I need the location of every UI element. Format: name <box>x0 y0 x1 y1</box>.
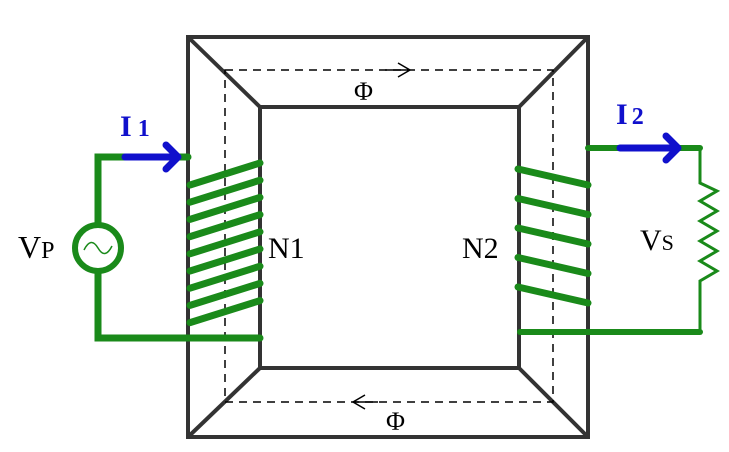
coil-turn <box>514 283 592 307</box>
coil-turn <box>186 245 264 275</box>
voltage-label-primary: VP <box>18 229 54 265</box>
coil-turn <box>186 193 264 223</box>
coil-turn <box>514 254 592 277</box>
coil-turn <box>186 262 264 292</box>
coil-turn <box>514 224 592 248</box>
current-arrow-primary <box>121 141 182 173</box>
coil-turn <box>186 279 264 309</box>
resistor-icon <box>697 146 721 334</box>
flux-arrow-top <box>385 62 412 78</box>
flux-arrow-bottom <box>351 394 378 410</box>
core-inner <box>258 105 521 370</box>
turns-label-primary: N1 <box>268 232 305 265</box>
coil-turn <box>186 228 264 258</box>
voltage-label-secondary: VS <box>640 224 674 257</box>
flux-label-bottom: Φ <box>386 407 405 436</box>
coil-turn <box>186 297 264 327</box>
coil-turn <box>186 176 264 206</box>
secondary-circuit <box>514 145 721 335</box>
coil-turn <box>186 159 264 189</box>
coil-turn <box>186 211 264 241</box>
turns-label-secondary: N2 <box>462 232 499 265</box>
primary-coil <box>186 159 264 327</box>
ac-source-icon <box>72 222 124 274</box>
flux-label-top: Φ <box>354 77 373 106</box>
current-arrow-secondary <box>616 132 682 164</box>
secondary-coil <box>514 165 592 307</box>
primary-circuit <box>94 153 264 342</box>
coil-turn <box>514 195 592 218</box>
coil-turn <box>514 165 592 189</box>
